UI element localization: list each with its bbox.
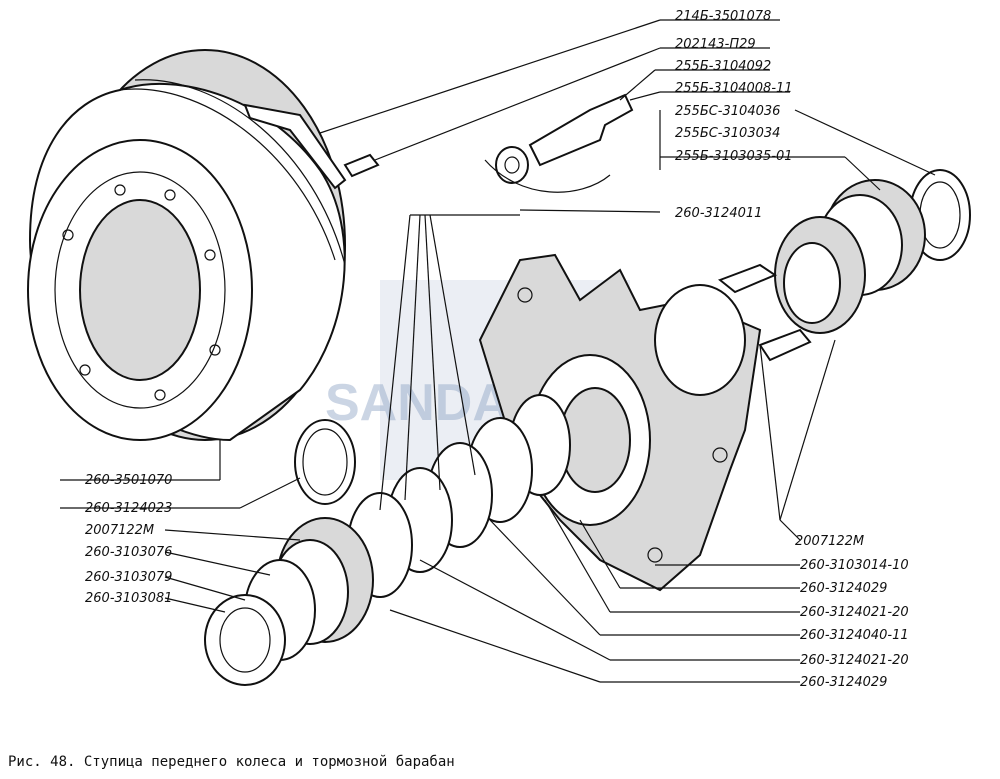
axle-rings <box>347 394 571 598</box>
label-260-3124029-a: 260-3124029 <box>800 581 887 596</box>
leader-lines <box>60 19 936 683</box>
label-255b-3103035-01: 255Б-3103035-01 <box>675 149 793 164</box>
label-202143-p29: 202143-П29 <box>675 37 756 52</box>
label-260-3103014-10: 260-3103014-10 <box>800 558 909 573</box>
label-260-3124040-11: 260-3124040-11 <box>800 628 909 643</box>
label-255bs-3104036: 255БС-3104036 <box>675 104 780 119</box>
label-260-3501070: 260-3501070 <box>85 473 172 488</box>
label-260-3103079: 260-3103079 <box>85 570 172 585</box>
label-2007122m-left: 2007122М <box>85 523 154 538</box>
label-214b-3501078: 214Б-3501078 <box>675 9 771 24</box>
figure-caption: Рис. 48. Ступица переднего колеса и торм… <box>8 754 455 770</box>
label-260-3103076: 260-3103076 <box>85 545 172 560</box>
label-260-3124023: 260-3124023 <box>85 501 172 516</box>
label-2007122m-right: 2007122М <box>795 534 864 549</box>
inner-bearing-set <box>204 517 374 686</box>
label-260-3124011: 260-3124011 <box>675 206 762 221</box>
wheel-stud <box>484 93 634 193</box>
brake-drum <box>27 49 346 442</box>
part-labels: 214Б-3501078 202143-П29 255Б-3104092 255… <box>85 9 909 690</box>
label-260-3103081: 260-3103081 <box>85 591 172 606</box>
label-255b-3104008-11: 255Б-3104008-11 <box>675 81 793 96</box>
label-260-3124029-b: 260-3124029 <box>800 675 887 690</box>
drum-bracket <box>243 103 380 190</box>
watermark-text: SANDA <box>325 374 510 432</box>
label-260-3124021-20-a: 260-3124021-20 <box>800 605 909 620</box>
wheel-hub <box>478 253 762 592</box>
label-255b-3104092: 255Б-3104092 <box>675 59 771 74</box>
outer-bearing-set <box>774 169 971 334</box>
label-255bs-3103034: 255БС-3103034 <box>675 126 780 141</box>
label-260-3124021-20-b: 260-3124021-20 <box>800 653 909 668</box>
shims <box>718 263 812 362</box>
seal-ring <box>294 419 356 505</box>
